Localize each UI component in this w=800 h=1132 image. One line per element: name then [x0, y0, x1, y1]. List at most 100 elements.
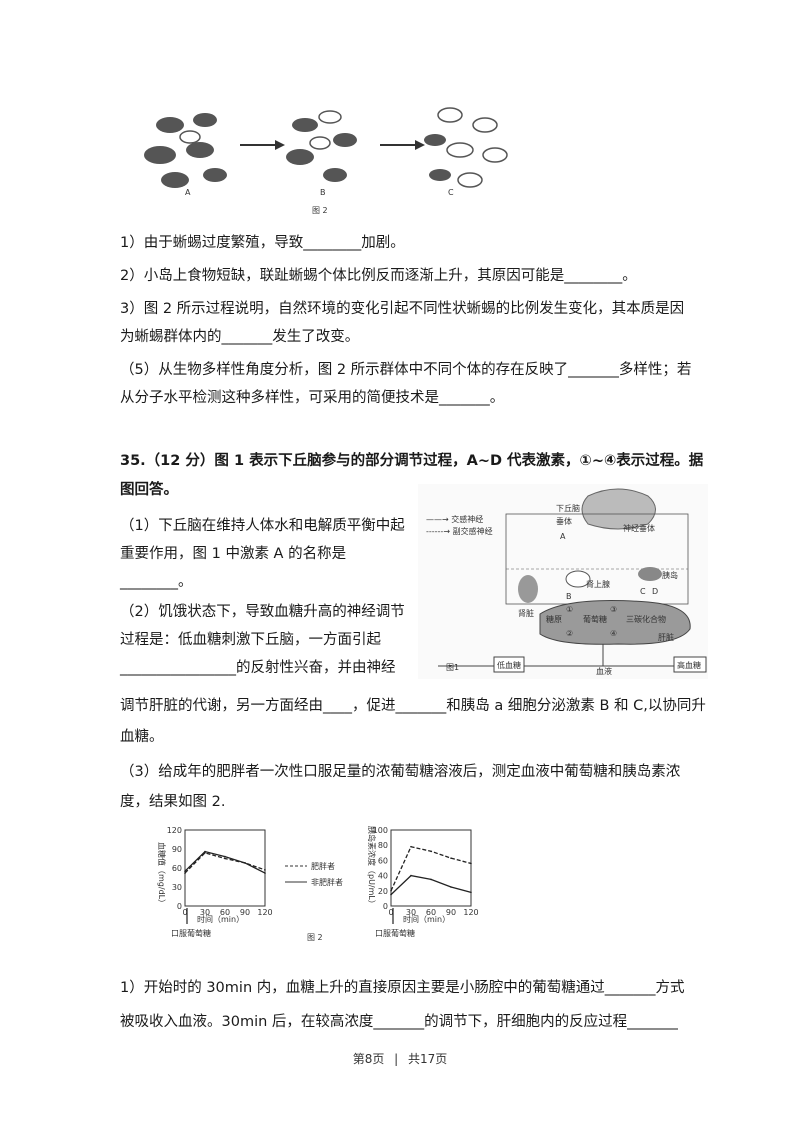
chart-0-xtick-1: 30	[200, 908, 210, 917]
chart-0-series-0-point-4	[264, 869, 266, 871]
chart-1-ytick-3: 60	[378, 856, 388, 865]
chart-1-xtick-3: 90	[446, 908, 456, 917]
legend-sympathetic: ——→ 交感神经	[426, 514, 483, 524]
chart-0-series-1-point-4	[264, 872, 266, 874]
chart-0-series-1-point-1	[204, 850, 206, 853]
lizard-group-a	[144, 113, 227, 188]
pancreas-icon	[638, 567, 662, 581]
chart-1-ytick-2: 40	[378, 872, 388, 881]
legend-parasympathetic: ------→ 副交感神经	[426, 526, 493, 536]
mark-1: ①	[566, 605, 573, 614]
chart-0-frame	[184, 829, 266, 907]
lizard-group-b	[286, 118, 357, 182]
legend-nonobese: 非肥胖者	[311, 877, 343, 887]
q35-p2-end: 血糖。	[120, 729, 164, 745]
left-annotation: 口服葡萄糖	[171, 928, 211, 938]
kidney-label: 肾脏	[518, 608, 534, 618]
glucose-insulin-charts: 血糖值（mg/dL） 时间（min） 口服葡萄糖 胰岛素浓度（pU/mL） 时间…	[157, 826, 479, 942]
label-a: A	[185, 188, 191, 197]
brain-icon	[581, 488, 656, 530]
lizard-q3a: 3）图 2 所示过程说明，自然环境的变化引起不同性状蜥蜴的比例发生变化，其本质是…	[120, 301, 685, 317]
label-b: B	[320, 188, 326, 197]
chart-1-ytick-0: 0	[383, 902, 388, 911]
lizard-figure: A B C 图 2	[144, 107, 508, 215]
chart-1-ytick-5: 100	[373, 826, 388, 835]
chart-0-ytick-3: 90	[172, 845, 182, 854]
mark-4: ④	[610, 629, 617, 638]
q35-sub1b: 被吸收入血液。30min 后，在较高浓度_______的调节下，肝细胞内的反应过…	[120, 1014, 678, 1030]
fig-caption: 图 2	[312, 206, 328, 215]
chart-0-series-0-point-0	[184, 872, 186, 874]
q35-p1: （1）下丘脑在维持人体水和电解质平衡中起重要作用，图 1 中激素 A 的名称是_…	[120, 518, 405, 590]
chart-1-xtick-2: 60	[426, 908, 436, 917]
right-xlabel: 时间（min）	[403, 914, 450, 924]
chart-0-series-1-point-2	[224, 855, 226, 858]
chart-0-series-1-point-3	[244, 862, 246, 864]
right-annotation: 口服葡萄糖	[375, 928, 415, 938]
q35-title-b: 图回答。	[120, 482, 178, 498]
footer-separator: |	[394, 1052, 399, 1066]
chart-1-series-1-point-0	[390, 893, 392, 896]
left-xlabel: 时间（min）	[197, 914, 244, 924]
tca-label: 三碳化合物	[626, 614, 666, 624]
right-ylabel: 胰岛素浓度（pU/mL）	[367, 826, 377, 908]
nucleus-label: 神经垂体	[623, 523, 655, 533]
chart-1-xtick-4: 120	[463, 908, 478, 917]
mark-3: ③	[610, 605, 617, 614]
chart-1-series-0-point-1	[410, 845, 412, 848]
chart-0-xtick-2: 60	[220, 908, 230, 917]
chart-0-ytick-0: 0	[177, 902, 182, 911]
chart-1-series-1-point-2	[430, 878, 432, 881]
chart-0-xtick-3: 90	[240, 908, 250, 917]
chart-1-frame	[390, 829, 472, 907]
lizard-q5b: 从分子水平检测这种多样性，可采用的简便技术是_______。	[120, 390, 505, 406]
chart-1-series-1	[390, 874, 472, 896]
label-c: C	[448, 188, 454, 197]
chart-0-ytick-1: 30	[172, 883, 182, 892]
chart-0-xtick-4: 120	[257, 908, 272, 917]
high-sugar-label: 高血糖	[677, 660, 701, 670]
chart-0-ytick-4: 120	[167, 826, 182, 835]
b-label: B	[566, 592, 572, 601]
chart-caption: 图 2	[307, 933, 323, 942]
a-label: A	[560, 532, 566, 541]
lizard-q2: 2）小岛上食物短缺，联趾蜥蜴个体比例反而逐渐上升，其原因可能是________。	[120, 268, 637, 284]
c-label: C	[640, 587, 646, 596]
chart-0-ytick-2: 60	[172, 864, 182, 873]
total-pages: 共17页	[408, 1052, 448, 1066]
chart-1-xtick-0: 0	[388, 908, 393, 917]
lizard-q5a: （5）从生物多样性角度分析，图 2 所示群体中不同个体的存在反映了_______…	[120, 362, 692, 378]
q35-p2-cont: 调节肝脏的代谢，另一方面经由____，促进_______和胰岛 a 细胞分泌激素…	[120, 698, 706, 714]
d-label: D	[652, 587, 658, 596]
regulation-diagram: 下丘脑 垂体 神经垂体 ——→ 交感神经 ------→ 副交感神经 A 肾脏 …	[418, 484, 708, 679]
low-sugar-label: 低血糖	[497, 660, 521, 670]
q35-sub1a: 1）开始时的 30min 内，血糖上升的直接原因主要是小肠腔中的葡萄糖通过___…	[120, 980, 685, 996]
chart-0-series-1-point-0	[184, 870, 186, 872]
liver-icon	[539, 600, 691, 645]
left-ylabel: 血糖值（mg/dL）	[157, 842, 167, 907]
legend-obese: 肥胖者	[311, 861, 335, 871]
adrenal-label: 肾上腺	[586, 579, 610, 589]
chart-1-series-1-point-3	[450, 886, 452, 888]
chart-1-series-0	[390, 845, 472, 892]
chart-1-series-1-point-4	[470, 891, 472, 894]
chart-1-series-0-point-0	[390, 890, 392, 892]
q35-p2: （2）饥饿状态下，导致血糖升高的神经调节过程是：低血糖刺激下丘脑，一方面引起__…	[120, 604, 405, 676]
chart-0-series-0-point-2	[224, 857, 226, 860]
blood-label: 血液	[596, 666, 612, 676]
chart-1-series-0-point-3	[450, 857, 452, 859]
q35-title-a: 35.（12 分）图 1 表示下丘脑参与的部分调节过程，A~D 代表激素，①~④…	[120, 453, 704, 469]
glycogen-label: 糖原	[546, 614, 562, 624]
chart-1-series-1-point-1	[410, 874, 412, 877]
chart-1-xtick-1: 30	[406, 908, 416, 917]
page-footer: 第8页 | 共17页	[0, 1050, 800, 1067]
mark-2: ②	[566, 629, 573, 638]
kidney-icon	[518, 575, 538, 603]
chart-0-series-1	[184, 850, 266, 874]
liver-label: 肝脏	[658, 632, 674, 642]
lizard-group-c	[437, 107, 508, 188]
q35-p3b: 度，结果如图 2.	[120, 794, 226, 810]
chart-1-series-0-point-2	[430, 850, 432, 853]
lizard-q3b: 为蜥蜴群体内的_______发生了改变。	[120, 329, 360, 345]
page-number: 第8页	[352, 1052, 385, 1066]
